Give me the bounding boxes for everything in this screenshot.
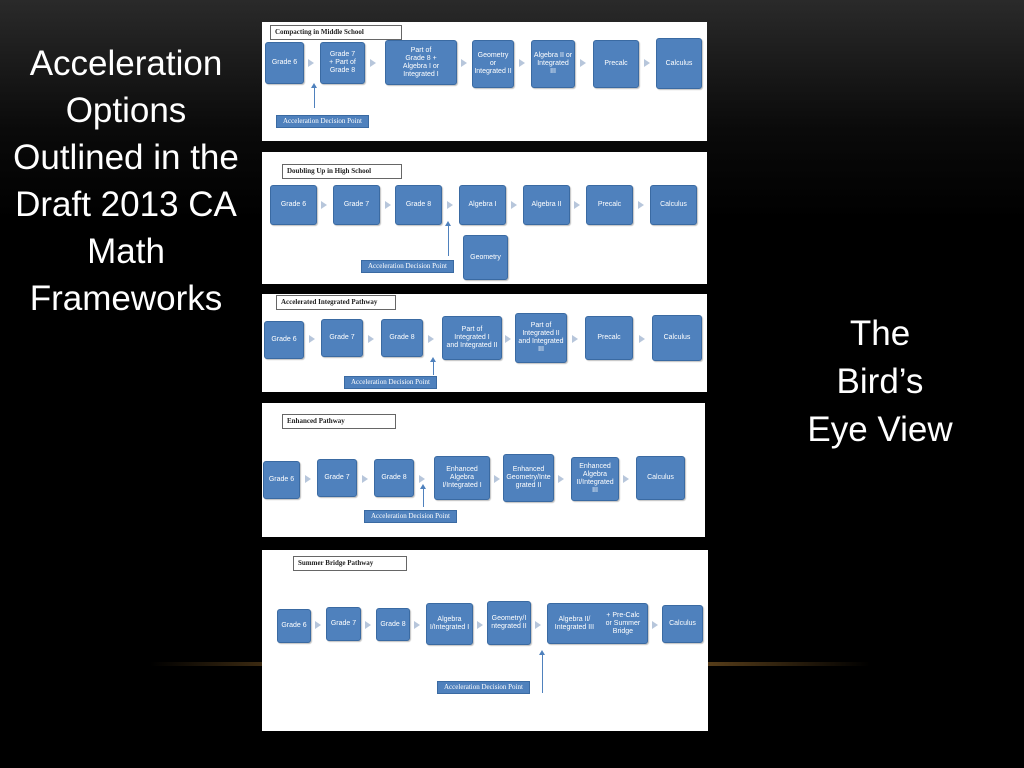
pathway-panel-compacting: Compacting in Middle School Grade 6 Grad…: [262, 22, 707, 141]
flow-arrow-icon: [572, 335, 578, 343]
flow-box: Calculus: [662, 605, 703, 643]
flow-arrow-icon: [644, 59, 650, 67]
flow-box: Grade 6: [277, 609, 311, 643]
flow-box: Algebra I/Integrated I: [426, 603, 473, 645]
flow-arrow-icon: [461, 59, 467, 67]
flow-box: Grade 8: [395, 185, 442, 225]
flow-arrow-icon: [580, 59, 586, 67]
flow-arrow-icon: [511, 201, 517, 209]
flow-arrow-icon: [574, 201, 580, 209]
flow-box: Grade 8: [374, 459, 414, 497]
slide-title: Acceleration Options Outlined in the Dra…: [8, 40, 244, 322]
flow-box: Enhanced Algebra II/Integrated III: [571, 457, 619, 501]
pathway-label: Enhanced Pathway: [282, 414, 396, 429]
flow-arrow-icon: [477, 621, 483, 629]
flow-arrow-icon: [638, 201, 644, 209]
flow-box: Calculus: [650, 185, 697, 225]
pathway-label: Summer Bridge Pathway: [293, 556, 407, 571]
flow-arrow-icon: [494, 475, 500, 483]
flow-arrow-icon: [639, 335, 645, 343]
flow-arrow-icon: [368, 335, 374, 343]
flow-box: Precalc: [585, 316, 633, 360]
pathway-panel-enhanced: Enhanced Pathway Grade 6 Grade 7 Grade 8…: [262, 403, 705, 537]
decision-arrow-icon: [311, 83, 317, 108]
subtitle-line: The: [849, 314, 911, 353]
title-line: Frameworks: [29, 279, 223, 318]
decision-arrow-icon: [539, 650, 545, 693]
flow-box-combined: Algebra II/ Integrated III + Pre-Calc or…: [547, 603, 648, 644]
flow-box: Precalc: [586, 185, 633, 225]
pathway-panel-summer-bridge: Summer Bridge Pathway Grade 6 Grade 7 Gr…: [262, 550, 708, 731]
flow-box: Part of Integrated II and Integrated III: [515, 313, 567, 363]
flow-box-text: + Pre-Calc or Summer Bridge: [605, 611, 641, 635]
subtitle-line: Eye View: [807, 410, 953, 449]
flow-box-text: Algebra II/ Integrated III: [554, 615, 595, 631]
slide-subtitle: The Bird’s Eye View: [790, 310, 970, 454]
flow-box: Enhanced Geometry/Inte grated II: [503, 454, 554, 502]
flow-box: Algebra I: [459, 185, 506, 225]
flow-arrow-icon: [652, 621, 658, 629]
flow-arrow-icon: [414, 621, 420, 629]
flow-box: Part of Integrated I and Integrated II: [442, 316, 502, 360]
title-line: Acceleration: [29, 44, 223, 83]
decision-point-badge: Acceleration Decision Point: [364, 510, 457, 523]
flow-arrow-icon: [305, 475, 311, 483]
flow-box: Grade 7: [326, 607, 361, 641]
flow-box: Geometry or Integrated II: [472, 40, 514, 88]
decision-arrow-icon: [445, 221, 451, 256]
flow-arrow-icon: [558, 475, 564, 483]
flow-box: Geometry/I ntegrated II: [487, 601, 531, 645]
pathway-label: Accelerated Integrated Pathway: [276, 295, 396, 310]
flow-arrow-icon: [505, 335, 511, 343]
title-line: Math: [87, 232, 165, 271]
flow-arrow-icon: [535, 621, 541, 629]
decision-point-badge: Acceleration Decision Point: [344, 376, 437, 389]
flow-box: Grade 7 + Part of Grade 8: [320, 42, 365, 84]
decision-arrow-icon: [420, 484, 426, 507]
flow-arrow-icon: [519, 59, 525, 67]
flow-box: Geometry: [463, 235, 508, 280]
flow-box: Calculus: [636, 456, 685, 500]
flow-box: Grade 6: [270, 185, 317, 225]
flow-arrow-icon: [428, 335, 434, 343]
flow-box: Algebra II: [523, 185, 570, 225]
flow-arrow-icon: [308, 59, 314, 67]
pathway-label: Doubling Up in High School: [282, 164, 402, 179]
flow-box: Grade 7: [321, 319, 363, 357]
flow-arrow-icon: [623, 475, 629, 483]
flow-arrow-icon: [309, 335, 315, 343]
pathway-panel-doubling-up: Doubling Up in High School Grade 6 Grade…: [262, 152, 707, 284]
flow-box: Grade 7: [333, 185, 380, 225]
flow-box: Grade 6: [265, 42, 304, 84]
flow-arrow-icon: [321, 201, 327, 209]
flow-arrow-icon: [447, 201, 453, 209]
flow-arrow-icon: [315, 621, 321, 629]
subtitle-line: Bird’s: [836, 362, 924, 401]
title-line: Outlined in the: [13, 138, 239, 177]
decision-point-badge: Acceleration Decision Point: [276, 115, 369, 128]
flow-box: Algebra II or Integrated III: [531, 40, 575, 88]
flow-box: Precalc: [593, 40, 639, 88]
pathway-panel-accelerated-integrated: Accelerated Integrated Pathway Grade 6 G…: [262, 294, 707, 392]
flow-box: Calculus: [652, 315, 702, 361]
pathway-label: Compacting in Middle School: [270, 25, 402, 40]
decision-point-badge: Acceleration Decision Point: [437, 681, 530, 694]
flow-arrow-icon: [362, 475, 368, 483]
flow-box: Calculus: [656, 38, 702, 89]
decision-point-badge: Acceleration Decision Point: [361, 260, 454, 273]
flow-box: Grade 8: [376, 608, 410, 641]
flow-arrow-icon: [385, 201, 391, 209]
flow-box: Enhanced Algebra I/Integrated I: [434, 456, 490, 500]
flow-arrow-icon: [365, 621, 371, 629]
flow-box: Grade 6: [264, 321, 304, 359]
flow-box: Grade 6: [263, 461, 300, 499]
flow-arrow-icon: [419, 475, 425, 483]
flow-box: Grade 7: [317, 459, 357, 497]
flow-box: Part of Grade 8 + Algebra I or Integrate…: [385, 40, 457, 85]
decision-arrow-icon: [430, 357, 436, 375]
title-line: Draft 2013 CA: [15, 185, 237, 224]
title-line: Options: [65, 91, 187, 130]
flow-arrow-icon: [370, 59, 376, 67]
flow-box: Grade 8: [381, 319, 423, 357]
